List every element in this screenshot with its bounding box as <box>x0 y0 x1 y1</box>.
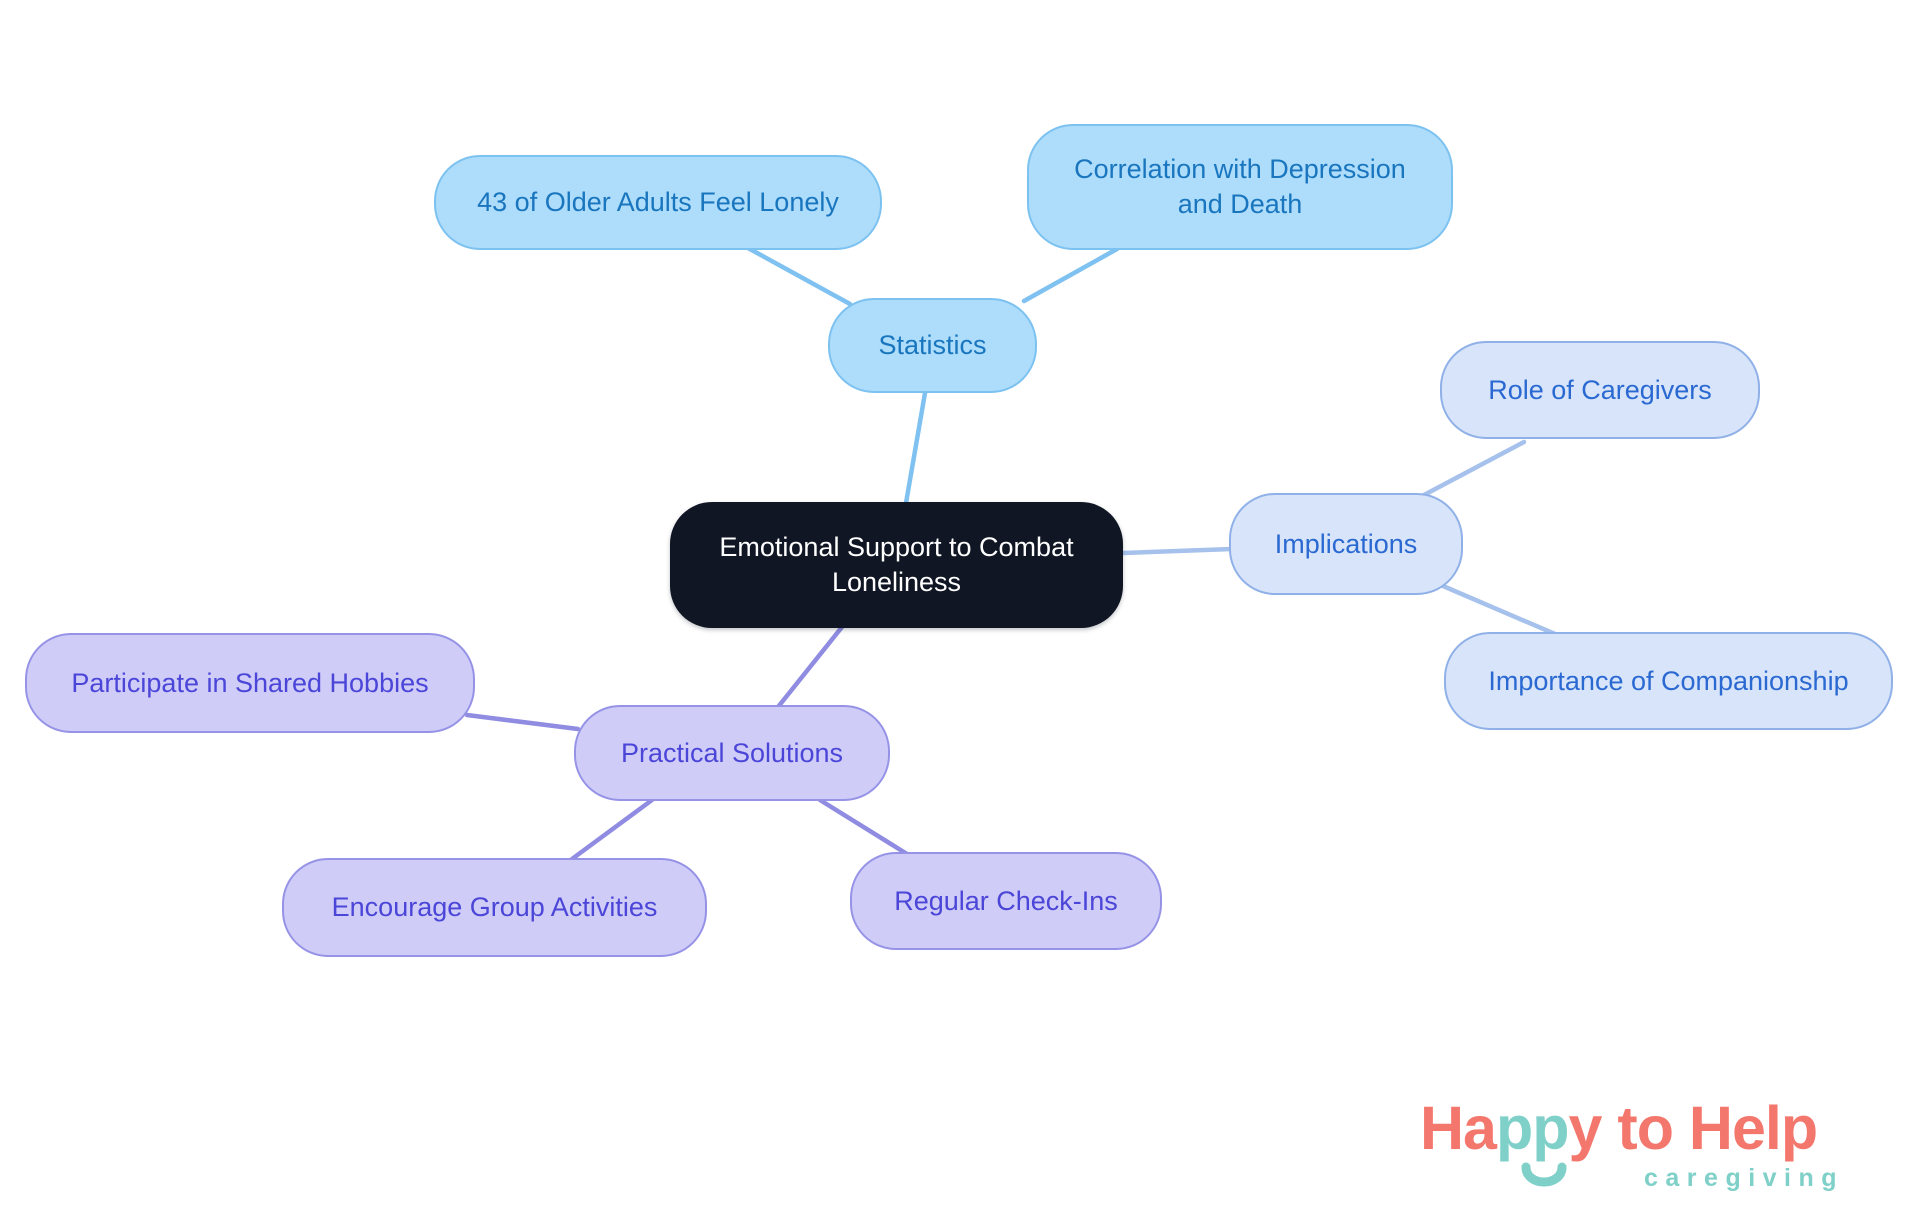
node-central-topic-label: Emotional Support to Combat Loneliness <box>719 532 1074 597</box>
node-group-activities-label: Encourage Group Activities <box>331 892 658 923</box>
node-lonely-stat[interactable]: 43 of Older Adults Feel Lonely <box>434 155 882 250</box>
node-correlation[interactable]: Correlation with Depression and Death <box>1027 124 1453 250</box>
happy-to-help-logo: Happy to Help caregiving <box>1420 1098 1880 1208</box>
node-importance-of-companionship[interactable]: Importance of Companionship <box>1444 632 1893 730</box>
smile-icon <box>1521 1162 1567 1199</box>
node-practical-solutions-label: Practical Solutions <box>620 737 844 768</box>
edge-practical-hobbies <box>464 712 581 732</box>
node-importance-of-companionship-label: Importance of Companionship <box>1488 665 1849 696</box>
edge-practical-checkins <box>817 797 910 857</box>
node-regular-checkins-label: Regular Check-Ins <box>894 885 1118 916</box>
node-correlation-label: Correlation with Depression and Death <box>1074 154 1406 219</box>
logo-text-ha: Ha <box>1420 1094 1497 1162</box>
logo-text-pp: pp <box>1495 1094 1570 1162</box>
edge-statistics-lonely-stat <box>745 245 853 307</box>
node-central-topic[interactable]: Emotional Support to Combat Loneliness <box>670 502 1123 628</box>
node-group-activities[interactable]: Encourage Group Activities <box>282 858 707 957</box>
node-shared-hobbies-label: Participate in Shared Hobbies <box>71 667 429 698</box>
logo-tagline: caregiving <box>1644 1164 1845 1192</box>
node-role-of-caregivers[interactable]: Role of Caregivers <box>1440 341 1760 439</box>
edge-central-implications <box>1120 546 1235 556</box>
node-role-of-caregivers-label: Role of Caregivers <box>1488 374 1712 405</box>
logo-wordmark: Happy to Help <box>1420 1098 1880 1159</box>
edge-implications-companionship <box>1440 583 1558 637</box>
node-lonely-stat-label: 43 of Older Adults Feel Lonely <box>477 187 839 218</box>
node-regular-checkins[interactable]: Regular Check-Ins <box>850 852 1162 950</box>
edge-implications-caregivers <box>1421 439 1527 498</box>
node-statistics[interactable]: Statistics <box>828 298 1037 393</box>
edge-statistics-correlation <box>1021 246 1120 304</box>
edge-practical-group-activities <box>569 797 655 862</box>
edge-central-statistics <box>903 390 928 506</box>
node-implications-label: Implications <box>1274 528 1418 559</box>
node-statistics-label: Statistics <box>878 330 987 361</box>
logo-text-rest: y to Help <box>1568 1094 1819 1162</box>
node-shared-hobbies[interactable]: Participate in Shared Hobbies <box>25 633 475 733</box>
node-implications[interactable]: Implications <box>1229 493 1463 595</box>
edge-central-practical <box>775 624 845 710</box>
node-practical-solutions[interactable]: Practical Solutions <box>574 705 890 801</box>
